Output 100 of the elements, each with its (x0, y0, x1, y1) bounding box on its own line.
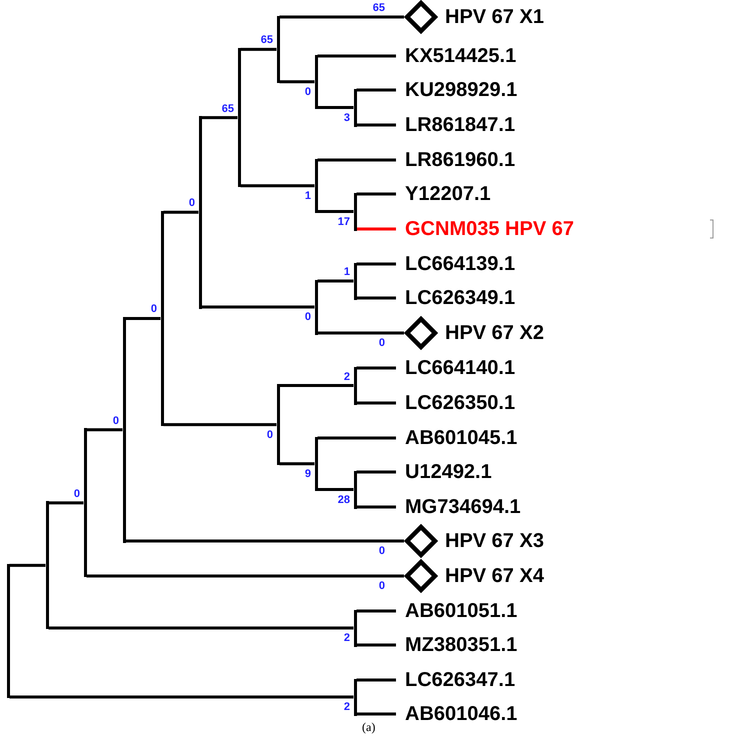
tree-branch (240, 48, 276, 51)
tree-branch (280, 80, 314, 84)
tree-junction (6, 564, 10, 698)
figure-caption: (a) (362, 720, 376, 735)
tree-junction (354, 610, 356, 646)
taxon-label: LC626347.1 (396, 668, 516, 692)
bootstrap-value: 0 (150, 303, 157, 316)
tree-branch (356, 296, 396, 300)
tree-branch (280, 384, 354, 387)
tree-branch (356, 644, 396, 646)
tree-branch (356, 124, 396, 126)
tree-junction (198, 116, 202, 308)
tree-junction (314, 280, 318, 334)
tree-branch (240, 184, 314, 188)
bootstrap-value: 0 (378, 545, 385, 557)
tree-junction (354, 678, 356, 716)
bootstrap-value: 3 (344, 112, 350, 124)
tree-branch (126, 316, 160, 320)
diamond-marker (404, 524, 438, 558)
bootstrap-value: 2 (344, 701, 350, 713)
tree-branch (164, 210, 198, 214)
tree-branch (48, 501, 84, 504)
taxon-label: HPV 67 X3 (445, 529, 544, 553)
tree-branch (280, 16, 404, 18)
taxon-label: U12492.1 (396, 460, 492, 484)
tree-branch (356, 470, 396, 474)
tree-branch (356, 506, 396, 508)
tree-branch (10, 696, 354, 698)
bootstrap-value: 2 (344, 370, 350, 382)
tree-junction (354, 470, 356, 508)
tree-branch (318, 332, 404, 334)
bootstrap-value: 65 (260, 34, 273, 46)
tree-branch (48, 626, 354, 630)
taxon-label: AB601046.1 (396, 702, 518, 726)
tree-branch (202, 116, 238, 120)
diamond-marker (404, 0, 438, 34)
taxon-label: MG734694.1 (396, 495, 521, 519)
taxon-label: MZ380351.1 (396, 633, 518, 657)
tree-junction (122, 316, 126, 542)
taxon-label: LC626350.1 (396, 391, 516, 415)
tree-junction (354, 192, 356, 230)
taxon-label: KU298929.1 (396, 78, 518, 102)
tree-branch (86, 428, 122, 432)
taxon-label: AB601051.1 (396, 599, 518, 623)
tree-junction (314, 54, 318, 109)
bootstrap-value: 0 (112, 414, 119, 427)
tree-branch (318, 210, 354, 213)
taxon-label: HPV 67 X4 (445, 564, 544, 588)
bootstrap-value: 65 (372, 2, 385, 14)
tree-junction (354, 366, 356, 404)
taxon-label: GCNM035 HPV 67 (396, 217, 574, 241)
tree-junction (46, 501, 48, 630)
bootstrap-value: 0 (266, 428, 273, 441)
tree-branch (356, 402, 396, 404)
bootstrap-value: 0 (304, 311, 311, 323)
taxon-label: Y12207.1 (396, 182, 491, 206)
tree-junction (314, 158, 318, 213)
tree-branch (202, 306, 314, 308)
bootstrap-value: 0 (378, 580, 385, 592)
tree-junction (84, 428, 86, 578)
tree-branch (356, 262, 396, 266)
taxon-label: LC626349.1 (396, 286, 516, 310)
tree-branch (318, 106, 354, 109)
taxon-label: LR861847.1 (396, 113, 516, 137)
bootstrap-value: 0 (304, 86, 311, 98)
bootstrap-value: 17 (338, 216, 350, 228)
bootstrap-value: 28 (338, 494, 350, 506)
taxon-label: KX514425.1 (396, 44, 516, 68)
tree-branch (356, 88, 396, 92)
taxon-label: LR861960.1 (396, 148, 516, 172)
taxon-label: HPV 67 X1 (445, 5, 544, 29)
taxon-label: LC664140.1 (396, 356, 516, 380)
diamond-marker (404, 316, 438, 350)
diamond-marker (404, 559, 438, 593)
tree-branch (318, 54, 396, 58)
tree-branch (164, 423, 276, 426)
tree-branch (86, 574, 404, 578)
tree-junction (238, 48, 240, 188)
tree-branch (10, 564, 46, 567)
tree-branch (356, 678, 396, 682)
tree-branch (356, 610, 396, 612)
tree-junction (314, 436, 318, 491)
tree-branch (356, 192, 396, 196)
tree-branch (356, 712, 396, 716)
tree-branch (318, 436, 396, 440)
tree-junction (354, 262, 356, 300)
taxon-label: LC664139.1 (396, 252, 516, 276)
taxon-label: AB601045.1 (396, 426, 518, 450)
tree-branch (356, 228, 396, 230)
bootstrap-value: 65 (222, 102, 234, 115)
bootstrap-value: 1 (344, 266, 350, 278)
tree-branch (356, 366, 396, 370)
bootstrap-value: 0 (378, 337, 385, 349)
tree-junction (276, 16, 280, 84)
bootstrap-value: 0 (188, 197, 195, 210)
bootstrap-value: 2 (344, 632, 350, 644)
tree-branch (318, 488, 354, 491)
tree-junction (160, 210, 164, 426)
tree-branch (318, 158, 396, 162)
tree-branch (318, 280, 354, 282)
